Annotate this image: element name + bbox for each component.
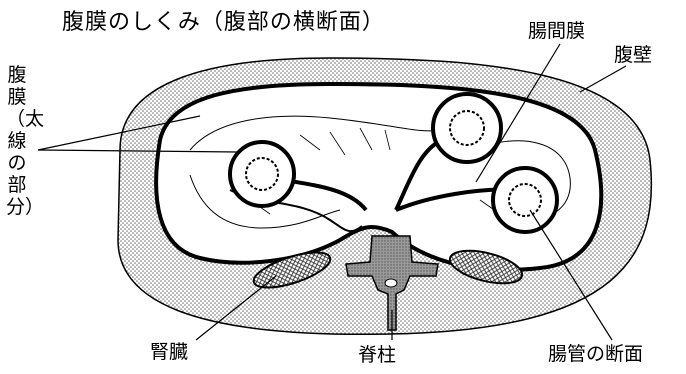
label-mesentery: 腸間膜 (528, 20, 586, 42)
diagram-title: 腹膜のしくみ（腹部の横断面） (62, 10, 385, 35)
intestine-section-right (491, 166, 559, 234)
leader-mesentery (475, 43, 561, 183)
organ-outline-left (189, 174, 341, 229)
label-abdominal-wall: 腹壁 (614, 44, 653, 66)
leader-kidney (195, 275, 277, 341)
leader-intestine (529, 209, 613, 341)
intestine-section-top (431, 92, 503, 164)
spinal-canal (384, 278, 398, 288)
label-kidney: 腎臓 (150, 341, 189, 363)
label-intestine-section: 腸管の断面 (548, 343, 644, 365)
leader-peritoneum-lower (37, 149, 239, 153)
kidney-right (448, 249, 524, 285)
label-spine: 脊柱 (358, 344, 397, 366)
organ-outline-upper (189, 115, 441, 151)
leader-peritoneum-upper (37, 115, 201, 151)
intestine-section-left (228, 140, 296, 208)
leader-abdominal-wall (579, 65, 627, 93)
label-peritoneum: 腹膜（太線の部分） (6, 64, 45, 218)
